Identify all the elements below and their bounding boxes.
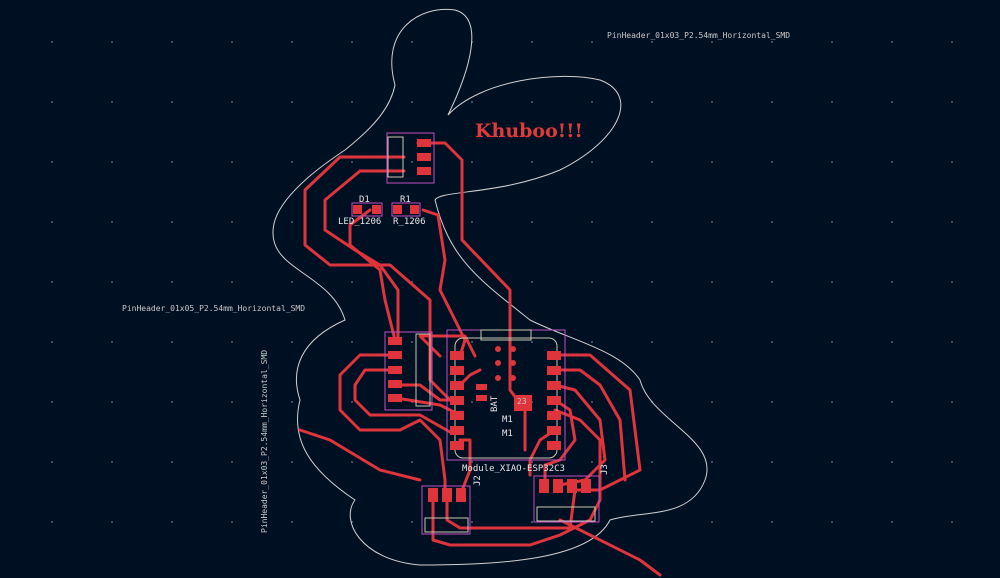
m1-ref-2: M1 [502, 429, 513, 439]
bat-label: BAT [490, 395, 500, 412]
footprint-j2[interactable]: J2 [421, 475, 483, 535]
vertical-header-value: PinHeader_01x03_P2.54mm_Horizontal_SMD [260, 350, 269, 533]
khuboo-logo-text: Khuboo!!! [475, 120, 583, 142]
j3-ref: J3 [600, 464, 610, 475]
r1-ref: R1 [400, 195, 411, 205]
left-header-value: PinHeader_01x05_P2.54mm_Horizontal_SMD [122, 304, 305, 313]
j2-ref: J2 [473, 475, 483, 486]
m1-ref: M1 [502, 415, 513, 425]
module-value: Module_XIAO-ESP32C3 [462, 464, 565, 474]
footprint-d1[interactable]: D1 LED_1206 [338, 195, 383, 227]
d1-ref: D1 [359, 195, 370, 205]
board-outline [272, 8, 708, 566]
r1-value: R_1206 [393, 217, 426, 227]
footprint-r1[interactable]: R1 R_1206 [391, 195, 426, 227]
top-header-value: PinHeader_01x03_P2.54mm_Horizontal_SMD [607, 31, 790, 40]
footprint-top-header[interactable] [386, 132, 435, 184]
pad-23-label: 23 [517, 397, 527, 406]
footprint-xiao-module[interactable]: BAT 23 M1 M1 [446, 329, 566, 461]
footprint-left-header[interactable] [384, 331, 433, 411]
footprint-j3[interactable]: J3 [533, 464, 610, 523]
d1-value: LED_1206 [338, 217, 381, 227]
